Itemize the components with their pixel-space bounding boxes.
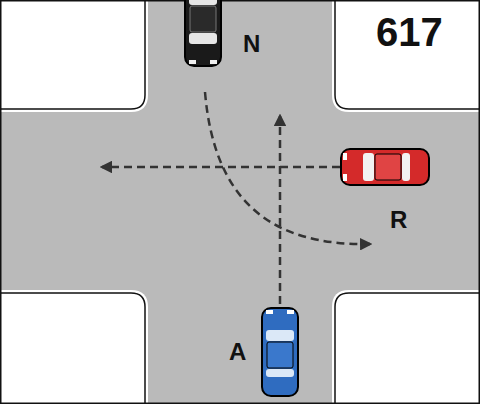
vehicle-label: N (243, 32, 260, 56)
figure-number: 617 (376, 12, 443, 52)
car-r (341, 149, 429, 185)
car-n (185, 0, 221, 66)
vehicle-label: R (390, 208, 407, 232)
path-lines (102, 92, 370, 304)
vehicle-label: A (229, 340, 246, 364)
car-a (262, 308, 298, 396)
